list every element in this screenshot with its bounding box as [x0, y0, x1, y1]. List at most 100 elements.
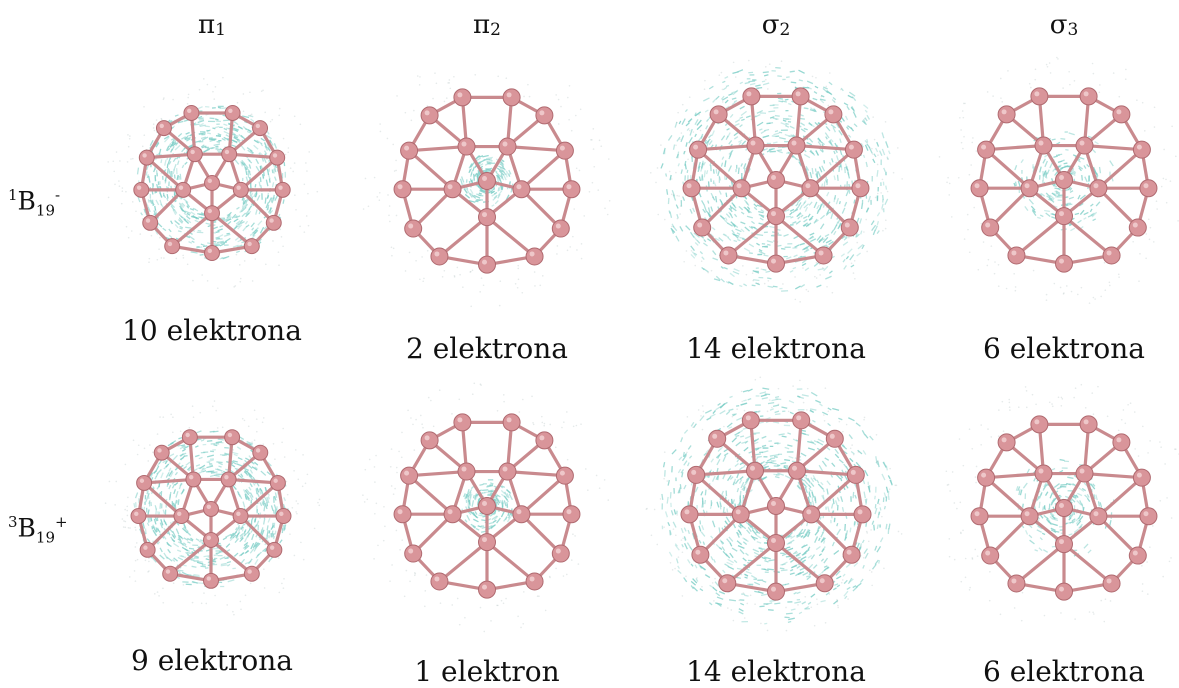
column-subscript: 3	[1067, 20, 1078, 40]
current-vector	[818, 269, 825, 270]
current-vector	[283, 578, 285, 580]
current-vector	[1071, 291, 1073, 293]
current-vector	[728, 133, 731, 138]
current-vector	[105, 502, 107, 504]
current-vector	[699, 540, 701, 543]
current-vector	[801, 215, 803, 217]
atom-highlight	[482, 176, 487, 181]
atom-count: 19	[36, 201, 55, 219]
current-vector	[148, 561, 150, 563]
current-vector	[600, 145, 602, 147]
current-vector	[1052, 139, 1056, 140]
boron-atom	[221, 472, 236, 487]
current-vector	[124, 527, 126, 529]
current-vector	[398, 451, 400, 453]
atom-highlight	[556, 549, 561, 554]
current-vector	[696, 578, 698, 581]
current-vector	[680, 226, 683, 231]
current-vector	[236, 464, 242, 467]
current-vector	[767, 88, 769, 90]
current-vector	[730, 543, 732, 546]
current-vector	[272, 531, 273, 535]
current-vector	[1030, 87, 1032, 89]
atom-highlight	[530, 251, 535, 256]
current-vector	[129, 576, 131, 578]
current-vector	[817, 448, 820, 450]
current-vector	[834, 518, 835, 523]
current-vector	[142, 146, 144, 148]
current-vector	[272, 169, 273, 173]
current-vector	[774, 603, 780, 604]
current-vector	[226, 604, 228, 606]
current-vector	[755, 85, 760, 86]
current-vector	[707, 170, 708, 174]
current-vector	[756, 234, 763, 235]
current-vector	[375, 455, 377, 457]
current-vector	[744, 447, 748, 451]
current-vector	[173, 559, 175, 561]
current-vector	[226, 534, 232, 537]
current-vector	[786, 216, 792, 217]
current-vector	[576, 425, 578, 427]
current-vector	[197, 431, 202, 433]
atom-highlight	[771, 211, 776, 216]
current-vector	[267, 525, 268, 530]
current-vector	[675, 144, 677, 146]
current-vector	[886, 466, 887, 471]
current-vector	[237, 447, 241, 450]
current-vector	[423, 278, 425, 280]
current-vector	[308, 225, 310, 227]
current-vector	[801, 453, 806, 456]
current-vector	[728, 94, 732, 96]
current-vector	[273, 443, 275, 445]
current-vector	[690, 547, 692, 550]
current-vector	[737, 233, 740, 235]
current-vector	[811, 483, 814, 487]
molecule-panel-r0-c2	[646, 50, 906, 310]
boron-atom	[1035, 137, 1052, 154]
current-vector	[251, 113, 253, 115]
current-vector	[185, 549, 188, 551]
current-vector	[204, 556, 211, 557]
current-vector	[1125, 78, 1127, 80]
current-vector	[157, 433, 159, 435]
current-vector	[186, 216, 190, 219]
current-vector	[281, 583, 283, 585]
current-vector	[762, 445, 766, 446]
current-vector	[192, 405, 194, 407]
boron-atom	[479, 209, 496, 226]
current-vector	[796, 221, 800, 224]
current-vector	[749, 244, 754, 247]
atom-highlight	[457, 417, 462, 422]
current-vector	[264, 158, 266, 163]
current-vector	[726, 411, 729, 414]
current-vector	[240, 601, 242, 603]
current-vector	[718, 170, 720, 176]
current-vector	[777, 465, 780, 466]
current-vector	[364, 469, 366, 471]
bond	[1064, 216, 1112, 255]
atom-highlight	[975, 183, 980, 188]
atom-highlight	[408, 224, 413, 229]
current-vector	[770, 455, 774, 456]
current-vector	[193, 416, 195, 418]
current-vector	[604, 479, 606, 481]
atom-highlight	[462, 467, 467, 472]
current-vector	[712, 227, 715, 229]
current-vector	[1047, 66, 1049, 68]
boron-atom	[499, 463, 516, 480]
current-vector	[727, 562, 733, 564]
current-vector	[839, 201, 840, 204]
current-vector	[718, 476, 719, 480]
current-vector	[739, 479, 741, 483]
current-vector	[854, 260, 856, 262]
current-vector	[765, 66, 767, 68]
current-vector	[1014, 183, 1015, 186]
current-vector	[249, 91, 251, 93]
current-vector	[871, 221, 874, 225]
current-vector	[203, 246, 207, 247]
current-vector	[256, 418, 258, 420]
current-vector	[893, 172, 895, 174]
current-vector	[987, 91, 989, 93]
boron-atom	[841, 219, 858, 236]
